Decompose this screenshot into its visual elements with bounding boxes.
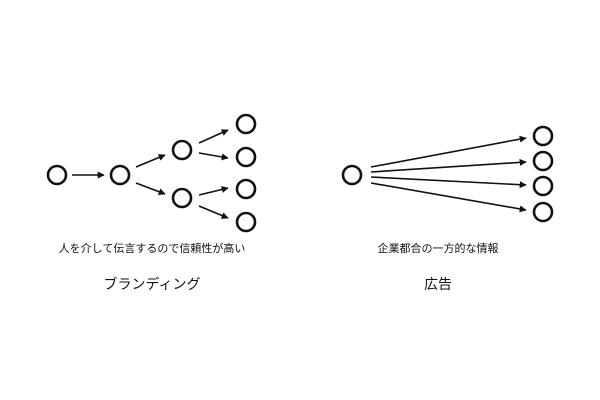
branding-arrow-2 <box>135 154 166 168</box>
branding-node-7 <box>235 178 257 200</box>
branding-node-1 <box>46 164 68 186</box>
branding-arrow-6 <box>198 186 229 196</box>
branding-network <box>46 113 257 233</box>
branding-arrow-3 <box>135 182 166 196</box>
branding-node-2 <box>109 164 131 186</box>
advertising-target-node-3 <box>532 175 554 197</box>
branding-node-5 <box>235 113 257 135</box>
branding-arrow-5 <box>198 152 229 161</box>
advertising-arrow-1 <box>370 135 527 168</box>
branding-node-4 <box>171 187 193 209</box>
advertising-arrow-3 <box>370 176 527 189</box>
branding-title: ブランディング <box>103 277 201 293</box>
branding-node-8 <box>235 211 257 233</box>
advertising-target-node-2 <box>532 150 554 172</box>
branding-node-6 <box>235 146 257 168</box>
branding-caption: 人を介して伝言するので信頼性が高い <box>58 242 246 255</box>
advertising-network <box>341 125 554 223</box>
branding-node-3 <box>171 139 193 161</box>
branding-arrow-7 <box>198 205 229 219</box>
advertising-title: 広告 <box>424 277 452 293</box>
advertising-arrow-4 <box>370 182 527 213</box>
advertising-target-node-4 <box>532 201 554 223</box>
advertising-target-node-1 <box>532 125 554 147</box>
branding-arrow-4 <box>198 129 229 144</box>
advertising-caption: 企業都合の一方的な情報 <box>377 242 499 255</box>
advertising-source-node <box>341 164 363 186</box>
advertising-arrow-2 <box>370 158 527 173</box>
